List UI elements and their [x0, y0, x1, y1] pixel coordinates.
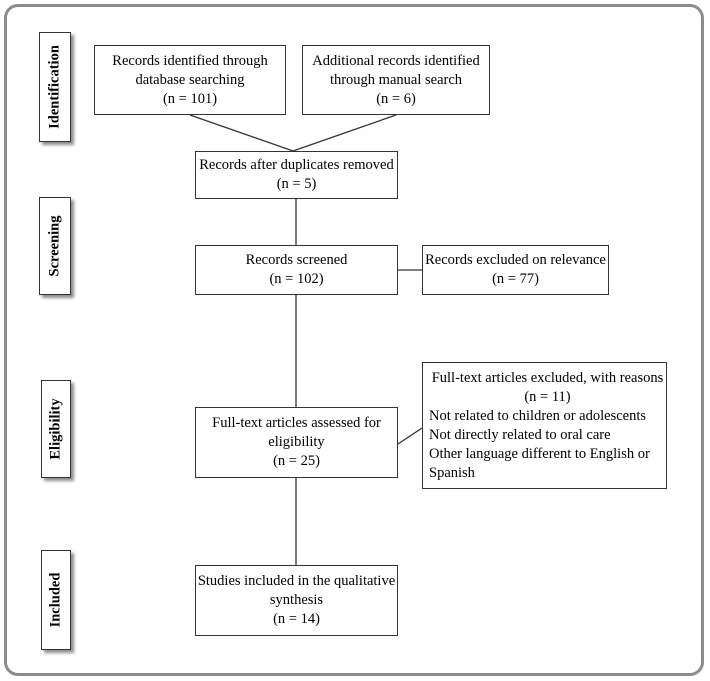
- stage-eligibility: Eligibility: [41, 380, 71, 478]
- stage-screening: Screening: [39, 197, 71, 295]
- box-duplicates-removed: Records after duplicates removed (n = 5): [195, 151, 398, 199]
- exclusion-reason: Spanish: [429, 464, 475, 481]
- box-records-screened: Records screened (n = 102): [195, 245, 398, 295]
- box-fulltext-assessed: Full-text articles assessed for eligibil…: [195, 407, 398, 478]
- box-studies-included: Studies included in the qualitative synt…: [195, 565, 398, 636]
- box-fulltext-excluded: Full-text articles excluded, with reason…: [422, 362, 667, 489]
- diagram-frame: [4, 4, 704, 676]
- connector-db-to-duplicates: [189, 114, 294, 152]
- exclusion-reason: Not directly related to oral care: [429, 426, 611, 443]
- box-excluded-relevance: Records excluded on relevance (n = 77): [422, 245, 609, 295]
- exclusion-reason: Not related to children or adolescents: [429, 407, 647, 424]
- connector-fulltext-to-excluded: [397, 427, 423, 445]
- stage-identification: Identification: [39, 32, 71, 142]
- stage-included: Included: [41, 550, 71, 650]
- box-manual-search: Additional records identified through ma…: [302, 45, 490, 115]
- box-database-search: Records identified through database sear…: [94, 45, 286, 115]
- connector-manual-to-duplicates: [292, 114, 397, 152]
- exclusion-reason: Other language different to English or: [429, 445, 650, 462]
